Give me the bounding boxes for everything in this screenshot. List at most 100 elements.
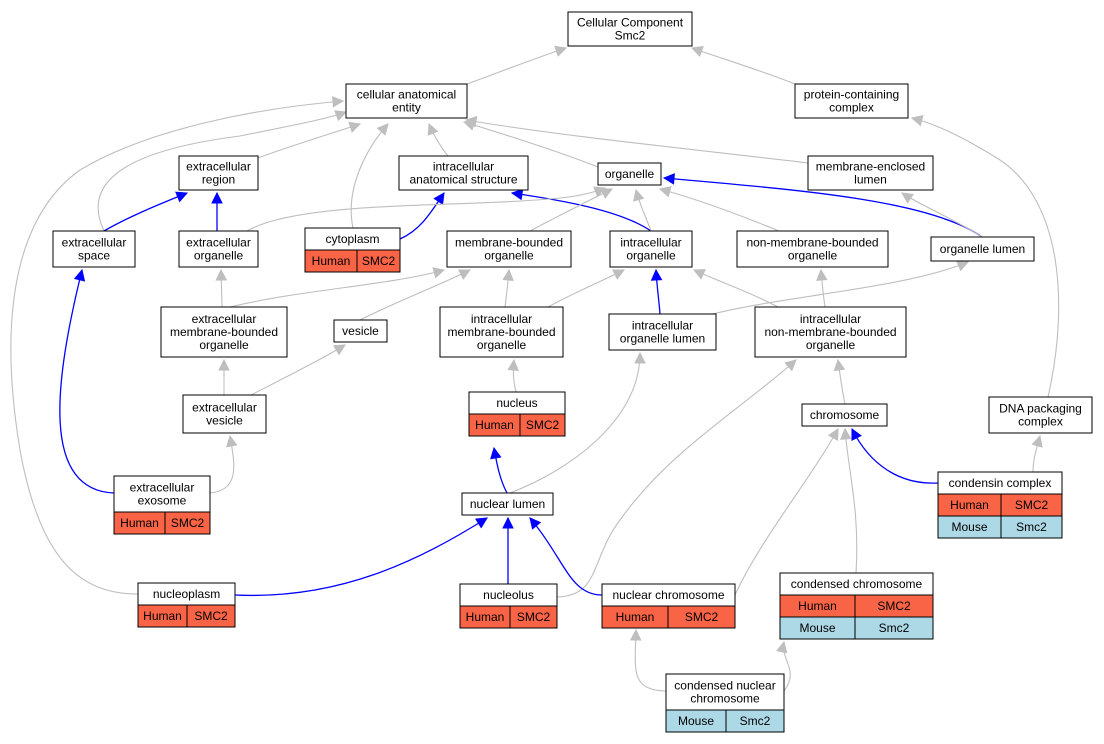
- mouse-cell-label: Mouse: [799, 621, 835, 635]
- node-label: cellular anatomical: [357, 88, 456, 102]
- mouse-cell-label: Mouse: [678, 714, 714, 728]
- edge-line: [663, 177, 983, 238]
- node-label: extracellular: [192, 312, 257, 326]
- edge-intracellular-organelle-lumen-to-intracellular-organelle: [650, 268, 663, 315]
- node-label: complex: [1018, 415, 1063, 429]
- edge-line: [911, 117, 1060, 398]
- node-label: lumen: [854, 173, 887, 187]
- node-box: [609, 230, 693, 268]
- edge-non-membrane-bounded-organelle-to-organelle: [658, 186, 780, 232]
- edge-line: [97, 111, 347, 232]
- edge-chromosome-to-intracellular-non-membrane-bounded-organelle: [833, 358, 846, 405]
- human-cell: [356, 249, 401, 273]
- edge-line: [466, 47, 567, 85]
- edge-line: [465, 119, 809, 164]
- node-label: extracellular: [186, 236, 251, 250]
- edge-line: [234, 517, 488, 597]
- node-box: [801, 403, 888, 427]
- node-nuclear-lumen[interactable]: nuclear lumen: [461, 492, 554, 516]
- node-label: vesicle: [206, 414, 243, 428]
- edge-condensin-complex-to-dna-packaging-complex: [1031, 434, 1043, 473]
- arrowhead: [215, 268, 228, 281]
- edge-condensed-chromosome-to-chromosome: [839, 427, 858, 574]
- arrowhead: [334, 110, 348, 122]
- node-label: intracellular: [632, 319, 693, 333]
- edge-line: [59, 269, 115, 494]
- node-organelle[interactable]: organelle: [597, 162, 662, 186]
- arrowhead: [851, 428, 862, 441]
- human-cell-label: SMC2: [526, 418, 560, 432]
- node-label: organelle: [605, 167, 655, 181]
- edge-nuclear-chromosome-to-nuclear-lumen: [529, 517, 603, 596]
- node-box: [807, 155, 934, 191]
- edge-cytoplasm-to-intracellular-anatomical-structure: [399, 192, 445, 240]
- human-cell-label: SMC2: [877, 599, 911, 613]
- node-box: [333, 319, 388, 343]
- arrowhead: [507, 358, 519, 371]
- arrowhead: [839, 427, 852, 440]
- node-box: [113, 475, 211, 513]
- arrowhead: [510, 188, 524, 201]
- node-box: [567, 11, 693, 47]
- edge-line: [851, 428, 939, 484]
- node-organelle-lumen[interactable]: organelle lumen: [930, 236, 1035, 262]
- mouse-cell-label: Smc2: [879, 621, 910, 635]
- node-label: extracellular: [192, 401, 257, 415]
- edge-line: [511, 192, 652, 232]
- edge-cellular-anatomical-entity-to-cc-root: [466, 45, 568, 85]
- node-box: [608, 313, 717, 351]
- node-label: protein-containing: [804, 88, 899, 102]
- edge-intracellular-membrane-bounded-organelle-to-membrane-bounded-organelle: [502, 268, 514, 308]
- edge-membrane-bounded-organelle-to-organelle: [529, 188, 613, 232]
- node-label: organelle: [199, 338, 249, 352]
- edge-condensed-nuclear-chromosome-to-condensed-chromosome: [776, 640, 791, 692]
- edge-line: [529, 517, 603, 596]
- human-cell-label: SMC2: [194, 609, 228, 623]
- node-label: space: [78, 249, 110, 263]
- node-box: [461, 492, 554, 516]
- node-label: intracellular: [620, 236, 681, 250]
- arrowhead: [612, 269, 625, 280]
- node-intracellular-non-membrane-bounded-organelle[interactable]: intracellularnon-membrane-boundedorganel…: [754, 306, 907, 358]
- node-chromosome[interactable]: chromosome: [801, 403, 888, 427]
- node-label: vesicle: [342, 324, 379, 338]
- node-label: extracellular: [186, 160, 251, 174]
- edge-protein-containing-complex-to-cc-root: [690, 46, 796, 85]
- mouse-cell: [1000, 515, 1063, 539]
- node-label: organelle lumen: [620, 332, 705, 346]
- node-box: [178, 230, 259, 268]
- edge-line: [844, 428, 858, 574]
- node-vesicle[interactable]: vesicle: [333, 319, 388, 343]
- human-cell-label: Human: [466, 610, 505, 624]
- human-cell-label: Human: [143, 609, 182, 623]
- edge-extracellular-space-to-cellular-anatomical-entity: [97, 110, 348, 232]
- edge-line: [229, 269, 445, 308]
